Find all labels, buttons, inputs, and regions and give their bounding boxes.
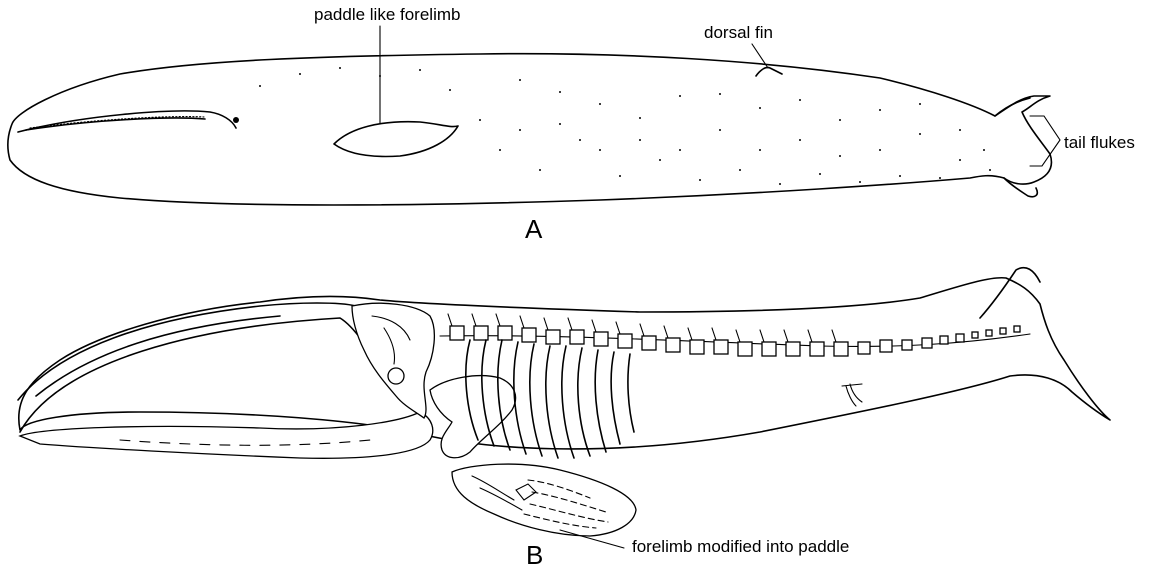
forelimb-label: forelimb modified into paddle [632,537,849,556]
upper-jaw-bone [18,303,356,400]
tail-label: tail flukes [1064,133,1135,152]
skull [352,303,434,418]
lower-jaw-bone [20,412,433,458]
mouth-line [18,111,236,132]
dorsal-fin-shape [756,67,782,76]
paddle-forelimb-shape [334,122,458,157]
skull-eye-socket [388,368,404,384]
whale-skeleton-figure: forelimb modified into paddle B [18,268,1110,570]
pelvic-remnant [842,384,862,406]
figure-a-label: A [525,214,543,244]
whale-exterior-figure: paddle like forelimb dorsal fin tail flu… [8,5,1135,244]
forelimb-label: paddle like forelimb [314,5,460,24]
scapula [430,376,516,458]
paddle-forelimb-outline [452,464,636,536]
vertebrae [450,326,1020,356]
tail-bracket [1030,116,1060,166]
figure-b-label: B [526,540,543,570]
dorsal-fin-label: dorsal fin [704,23,773,42]
eye [233,117,239,123]
whale-body-outline [8,54,1052,205]
